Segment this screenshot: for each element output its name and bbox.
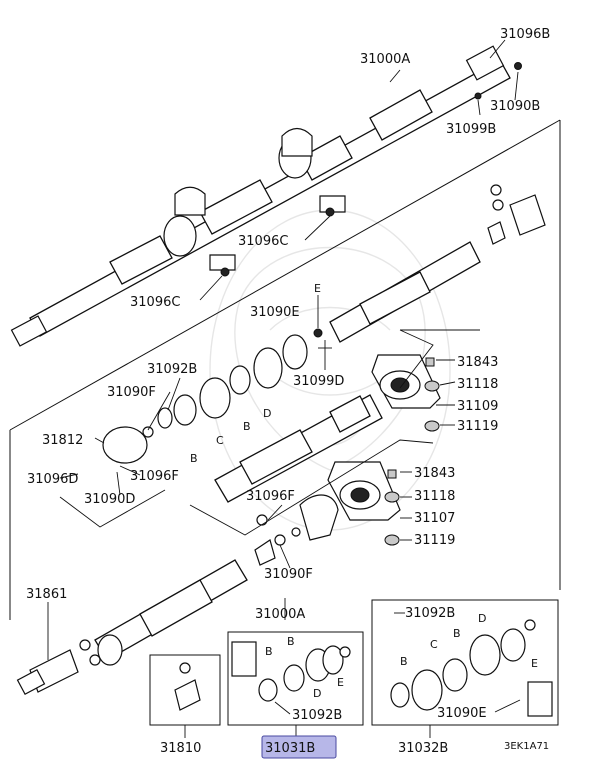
upper-right-joint [487,184,546,245]
label-31118-2[interactable]: 31118 [414,489,455,504]
letter-B-2: B [243,420,251,433]
kit-box-31032B [371,599,559,726]
letter-C-2: C [430,638,438,651]
letter-B-5: B [400,655,408,668]
label-31099B[interactable]: 31099B [446,122,496,137]
letter-D-3: D [478,612,486,625]
label-31031B[interactable]: 31031B [265,741,315,756]
center-bearing-2 [327,461,401,546]
label-31092B-1[interactable]: 31092B [147,362,197,377]
shaft-31000A-lower [16,559,248,696]
label-31843-2[interactable]: 31843 [414,466,455,481]
letter-B-6: B [453,627,461,640]
label-31096F-1[interactable]: 31096F [130,469,179,484]
dashed-connectors [59,329,434,536]
label-31099D[interactable]: 31099D [293,374,344,389]
letter-E-3: E [531,657,538,670]
label-31096D[interactable]: 31096D [27,472,78,487]
label-31032B[interactable]: 31032B [398,741,448,756]
letter-B-1: B [190,452,198,465]
label-31109[interactable]: 31109 [457,399,498,414]
leader-lines [47,39,521,738]
diagram-ref-code: 3EK1A71 [504,741,549,752]
label-31000A-mid[interactable]: 31000A [255,607,305,622]
shaft-rear [214,394,383,566]
label-31090B[interactable]: 31090B [490,99,540,114]
label-31090D[interactable]: 31090D [84,492,135,507]
label-31000A-top[interactable]: 31000A [360,52,410,67]
shaft-front [102,241,481,464]
label-31119-2[interactable]: 31119 [414,533,455,548]
label-31096F-2[interactable]: 31096F [246,489,295,504]
label-31812[interactable]: 31812 [42,433,83,448]
label-31096B[interactable]: 31096B [500,27,550,42]
letter-C-1: C [216,434,224,447]
label-31090F-1[interactable]: 31090F [107,385,156,400]
letter-D-1: D [263,407,271,420]
highlight-box-31031B [261,735,337,759]
label-31810[interactable]: 31810 [160,741,201,756]
label-31119-1[interactable]: 31119 [457,419,498,434]
label-31096C-2[interactable]: 31096C [130,295,180,310]
letter-E-2: E [337,676,344,689]
shaft-31000A-top [10,45,522,347]
label-31107[interactable]: 31107 [414,511,455,526]
letter-B-3: B [265,645,273,658]
center-bearing-1 [371,354,441,432]
label-31092B-2[interactable]: 31092B [292,708,342,723]
label-31090E-1[interactable]: 31090E [250,305,300,320]
kit-box-31810 [149,654,221,726]
letter-D-2: D [313,687,321,700]
kit-box-31031B [227,631,364,726]
assembly-frame [9,119,561,620]
label-31861[interactable]: 31861 [26,587,67,602]
letter-E-1: E [314,282,321,295]
label-31843-1[interactable]: 31843 [457,355,498,370]
part-labels: 31096B 31000A 31090B 31099B 31096C 31096… [26,27,550,756]
label-31096C-1[interactable]: 31096C [238,234,288,249]
label-31090E-2[interactable]: 31090E [437,706,487,721]
letter-B-4: B [287,635,295,648]
label-31092B-3[interactable]: 31092B [405,606,455,621]
label-31090F-2[interactable]: 31090F [264,567,313,582]
label-31118-1[interactable]: 31118 [457,377,498,392]
